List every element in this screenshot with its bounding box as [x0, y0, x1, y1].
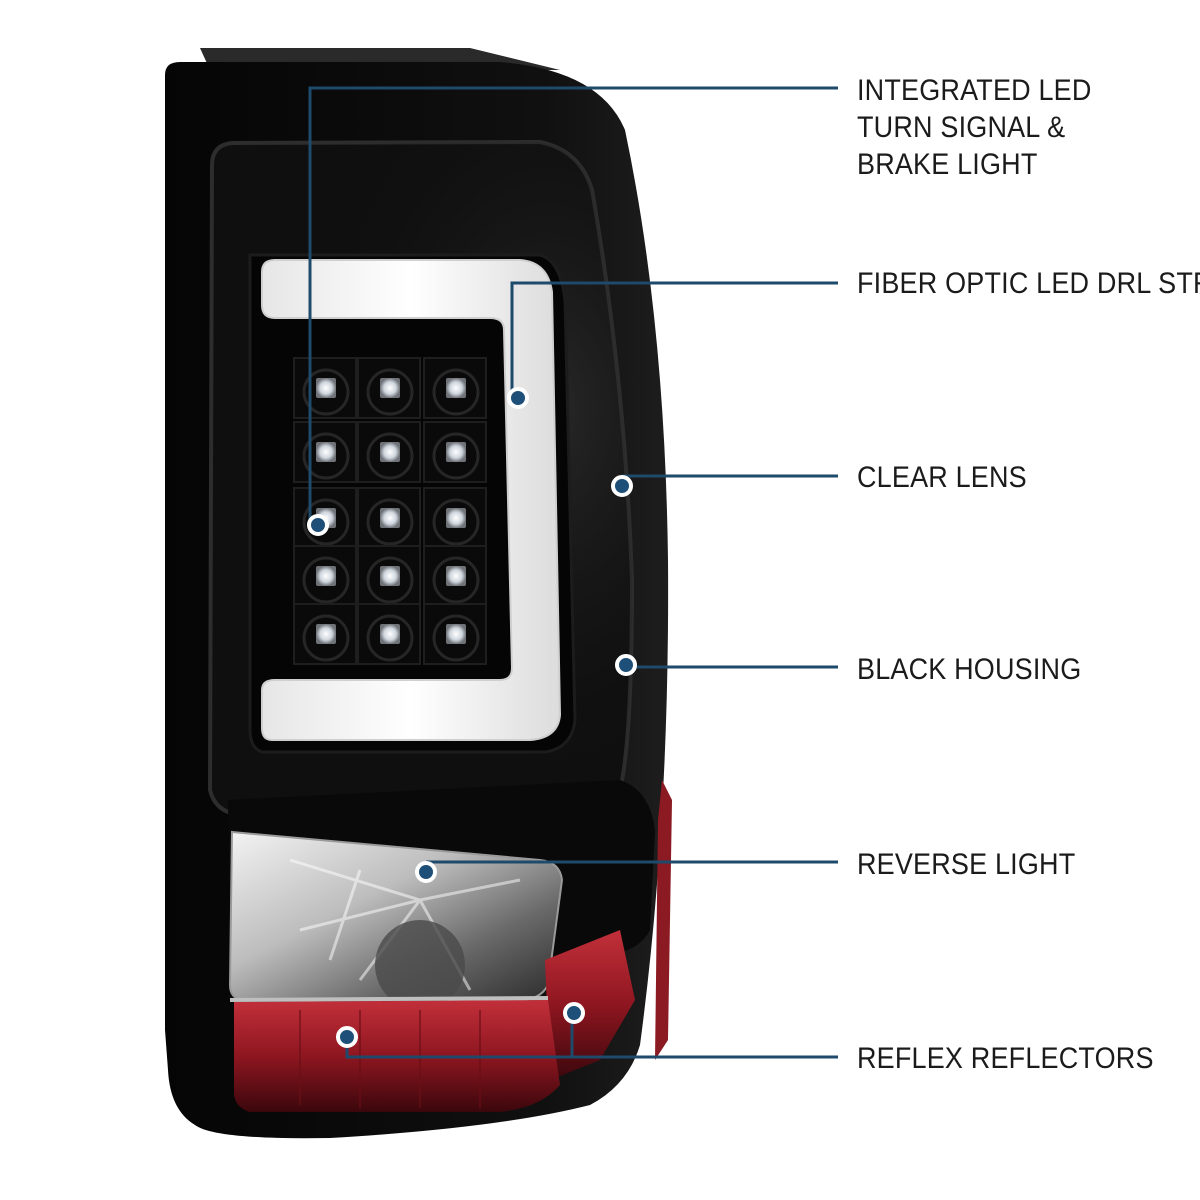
reflex-reflector-dot-left — [336, 1026, 358, 1048]
led-reflector-ring — [366, 432, 414, 480]
bottom-reflector-texture — [299, 1010, 481, 1108]
fiber-optic-leader — [510, 281, 838, 398]
led-diode — [446, 378, 466, 398]
black-housing-dot — [615, 654, 637, 676]
led-diode — [316, 442, 336, 462]
led-diode — [446, 624, 466, 644]
fiber-optic-label: FIBER OPTIC LED DRL STRIP — [857, 267, 1200, 300]
reverse-light-label: REVERSE LIGHT — [857, 848, 1076, 881]
led-reflector-ring — [366, 368, 414, 416]
integrated-led-dot — [307, 514, 329, 536]
fiber-optic-drl-strip — [261, 259, 562, 741]
led-diode — [380, 624, 400, 644]
side-reflector — [545, 930, 635, 1080]
led-diode — [446, 566, 466, 586]
integrated-led-label-line-3: BRAKE LIGHT — [857, 148, 1038, 181]
fiber-optic-dot — [507, 387, 529, 409]
led-reflector-ring — [302, 556, 350, 604]
led-diode — [446, 508, 466, 528]
led-reflector-ring — [432, 368, 480, 416]
clear-lens-dot — [611, 475, 633, 497]
clear-lens-label: CLEAR LENS — [857, 461, 1027, 494]
reflex-reflectors-label: REFLEX REFLECTORS — [857, 1042, 1154, 1075]
led-reflector-ring — [432, 614, 480, 662]
reverse-light-bulb — [375, 920, 465, 1010]
led-diode — [316, 378, 336, 398]
integrated-led-leader — [308, 86, 838, 525]
chrome-trim — [229, 996, 549, 1002]
integrated-led-label: INTEGRATED LED TURN SIGNAL & BRAKE LIGHT — [857, 72, 1092, 183]
led-diode — [380, 508, 400, 528]
led-reflector-ring — [366, 498, 414, 546]
black-housing-label: BLACK HOUSING — [857, 653, 1082, 686]
led-diode — [380, 566, 400, 586]
led-diode — [446, 442, 466, 462]
led-matrix — [293, 357, 487, 665]
led-diode — [316, 624, 336, 644]
side-red-sliver — [655, 780, 672, 1060]
led-reflector-ring — [432, 498, 480, 546]
led-reflector-ring — [302, 498, 350, 546]
integrated-led-label-line-1: INTEGRATED LED — [857, 74, 1092, 107]
led-reflector-ring — [366, 614, 414, 662]
led-reflector-ring — [302, 614, 350, 662]
callout-dots — [307, 387, 637, 1048]
led-reflector-ring — [302, 432, 350, 480]
integrated-led-label-line-2: TURN SIGNAL & — [857, 111, 1066, 144]
led-diode — [380, 378, 400, 398]
led-reflector-ring — [432, 432, 480, 480]
led-diode — [316, 566, 336, 586]
reverse-light-dot — [415, 861, 437, 883]
led-diode — [380, 442, 400, 462]
led-reflector-ring — [432, 556, 480, 604]
led-reflector-ring — [366, 556, 414, 604]
led-reflector-ring — [302, 368, 350, 416]
reflex-reflector-dot-right — [563, 1002, 585, 1024]
